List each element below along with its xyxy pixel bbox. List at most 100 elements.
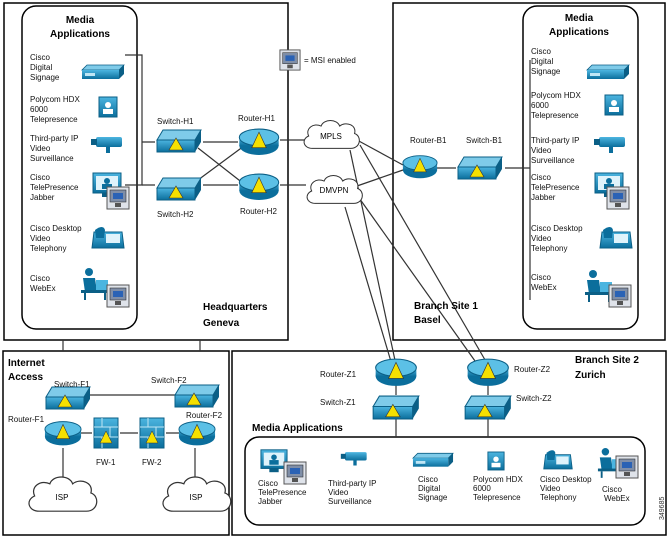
hq-app-4-line-2: Telephony bbox=[30, 244, 66, 253]
switch-f2-label: Switch-F2 bbox=[151, 376, 187, 385]
hq-app-3-line-2: Jabber bbox=[30, 193, 55, 202]
switch-b1-icon[interactable] bbox=[457, 156, 503, 180]
b1-app-1-line-1: 6000 bbox=[531, 101, 549, 110]
b1-app-2-line-2: Surveillance bbox=[531, 156, 575, 165]
branch2-media-box bbox=[244, 436, 646, 526]
internet-access-box bbox=[2, 350, 230, 536]
b1-app-4-line-1: Video bbox=[531, 234, 552, 243]
router-f1-icon[interactable] bbox=[44, 421, 82, 446]
router-h1-label: Router-H1 bbox=[238, 114, 275, 123]
hq-app-4-line-1: Video bbox=[30, 234, 51, 243]
b2-app-0-line-0: Cisco bbox=[258, 479, 279, 488]
b2-app-3-line-0: Polycom HDX bbox=[473, 475, 523, 484]
b2-site-city: Zurich bbox=[575, 370, 606, 381]
hq-app-0-line-2: Signage bbox=[30, 73, 60, 82]
router-h2-icon[interactable] bbox=[238, 173, 280, 201]
router-z1-icon[interactable] bbox=[375, 358, 417, 387]
dmvpn-label: DMVPN bbox=[320, 186, 349, 195]
switch-h2-label: Switch-H2 bbox=[157, 210, 194, 219]
router-z2-icon[interactable] bbox=[467, 358, 509, 387]
fw2-label: FW-2 bbox=[142, 458, 162, 467]
camera-icon bbox=[594, 137, 625, 153]
b2-app-2-line-2: Signage bbox=[418, 493, 448, 502]
switch-h1-icon[interactable] bbox=[156, 129, 202, 153]
b1-app-5-line-0: Cisco bbox=[531, 273, 552, 282]
router-b1-label: Router-B1 bbox=[410, 136, 447, 145]
fw1-icon[interactable] bbox=[93, 417, 119, 449]
msi-badge-icon bbox=[606, 186, 630, 210]
router-h2-label: Router-H2 bbox=[240, 207, 277, 216]
isp2-label: ISP bbox=[190, 493, 203, 502]
switch-f1-icon[interactable] bbox=[45, 386, 91, 410]
hq-app-1-line-0: Polycom HDX bbox=[30, 95, 80, 104]
b2-app-3-line-2: Telepresence bbox=[473, 493, 521, 502]
b1-app-labels: Cisco Digital Signage Polycom HDX 6000 T… bbox=[531, 47, 583, 292]
router-f1-label: Router-F1 bbox=[8, 415, 45, 424]
b2-app-1-line-2: Surveillance bbox=[328, 497, 372, 506]
b1-app-0-line-2: Signage bbox=[531, 67, 561, 76]
router-z2-label: Router-Z2 bbox=[514, 365, 551, 374]
hq-media-box bbox=[21, 5, 138, 330]
hq-app-3-line-1: TelePresence bbox=[30, 183, 79, 192]
b2-app-5-line-0: Cisco bbox=[602, 485, 623, 494]
internet-title-2: Access bbox=[8, 372, 43, 383]
mpls-label: MPLS bbox=[320, 132, 342, 141]
webex-icon bbox=[81, 268, 109, 300]
legend-text: = MSI enabled bbox=[304, 56, 356, 65]
hq-app-1-line-1: 6000 bbox=[30, 105, 48, 114]
router-z1-label: Router-Z1 bbox=[320, 370, 357, 379]
figure-id: 349685 bbox=[659, 497, 666, 520]
hq-app-3-line-0: Cisco bbox=[30, 173, 51, 182]
b2-app-4-line-1: Video bbox=[540, 484, 561, 493]
phone-icon bbox=[599, 226, 633, 249]
b1-app-1-line-0: Polycom HDX bbox=[531, 91, 581, 100]
router-b1-icon[interactable] bbox=[402, 155, 438, 179]
camera-icon bbox=[91, 137, 122, 153]
b2-app-1-line-1: Video bbox=[328, 488, 349, 497]
switch-f1-label: Switch-F1 bbox=[54, 380, 90, 389]
b1-app-4-line-0: Cisco Desktop bbox=[531, 224, 583, 233]
msi-legend-icon bbox=[279, 49, 301, 71]
b1-media-title-2: Applications bbox=[549, 27, 609, 38]
hq-media-title-2: Applications bbox=[50, 29, 110, 40]
b1-app-4-line-2: Telephony bbox=[531, 244, 567, 253]
switch-f2-icon[interactable] bbox=[174, 384, 220, 408]
b2-media-title: Media Applications bbox=[252, 423, 343, 434]
hq-app-1-line-2: Telepresence bbox=[30, 115, 78, 124]
switch-z1-icon[interactable] bbox=[372, 395, 420, 420]
router-f2-icon[interactable] bbox=[178, 421, 216, 446]
internet-title-1: Internet bbox=[8, 358, 45, 369]
b2-app-2-line-0: Cisco bbox=[418, 475, 439, 484]
network-links bbox=[62, 54, 531, 485]
hq-app-labels: Cisco Digital Signage Polycom HDX 6000 T… bbox=[30, 53, 82, 293]
switch-z2-icon[interactable] bbox=[464, 395, 512, 420]
hq-app-5-line-1: WebEx bbox=[30, 284, 56, 293]
b2-app-5-line-1: WebEx bbox=[604, 494, 630, 503]
headquarters-box bbox=[3, 2, 289, 341]
msi-badge-icon bbox=[608, 284, 632, 308]
msi-badge-icon bbox=[283, 461, 307, 485]
b1-app-0-line-0: Cisco bbox=[531, 47, 552, 56]
hq-app-4-line-0: Cisco Desktop bbox=[30, 224, 82, 233]
switch-z2-label: Switch-Z2 bbox=[516, 394, 552, 403]
hq-site-name: Headquarters bbox=[203, 302, 268, 313]
hq-app-0-line-1: Digital bbox=[30, 63, 52, 72]
b1-app-2-line-1: Video bbox=[531, 146, 552, 155]
router-h1-icon[interactable] bbox=[238, 128, 280, 156]
hq-app-2-line-1: Video bbox=[30, 144, 51, 153]
b2-app-labels: Cisco TelePresence Jabber Third-party IP… bbox=[258, 475, 630, 506]
b2-app-4-line-0: Cisco Desktop bbox=[540, 475, 592, 484]
b2-site-name: Branch Site 2 bbox=[575, 355, 639, 366]
fw1-label: FW-1 bbox=[96, 458, 116, 467]
msi-badge-icon bbox=[106, 284, 130, 308]
b2-app-0-line-1: TelePresence bbox=[258, 488, 307, 497]
switch-h2-icon[interactable] bbox=[156, 177, 202, 201]
branch1-box bbox=[392, 2, 666, 341]
b1-media-title-1: Media bbox=[565, 13, 594, 24]
b1-app-3-line-0: Cisco bbox=[531, 173, 552, 182]
b1-app-1-line-2: Telepresence bbox=[531, 111, 579, 120]
telepresence-icon bbox=[98, 96, 118, 118]
switch-b1-label: Switch-B1 bbox=[466, 136, 503, 145]
fw2-icon[interactable] bbox=[139, 417, 165, 449]
